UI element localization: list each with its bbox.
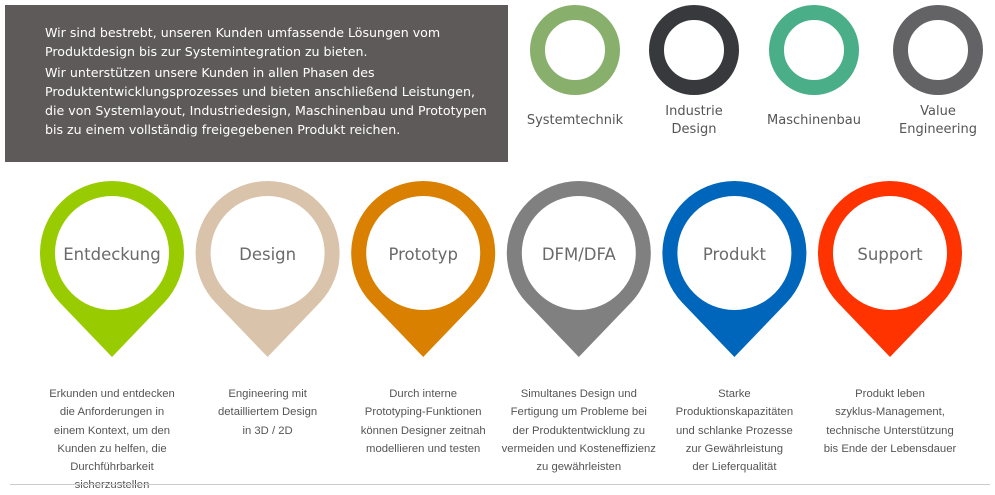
divider [10, 484, 990, 485]
pin-design: Design [195, 181, 340, 357]
phase-description: Erkunden und entdecken die Anforderungen… [49, 388, 175, 492]
pin-inner-circle [210, 196, 325, 310]
intro-box: Wir sind bestrebt, unseren Kunden umfass… [5, 5, 508, 162]
phase-description: Durch interne Prototyping-Funktionen kön… [360, 388, 486, 455]
pin-inner-circle [833, 196, 947, 310]
pin-support: Support [817, 181, 962, 357]
phase-description: Produkt leben szyklus-Management, techni… [823, 388, 957, 455]
pin-entdeckung: Entdeckung [40, 181, 185, 357]
intro-paragraph-1: Wir sind bestrebt, unseren Kunden umfass… [45, 25, 441, 59]
ring-icon [649, 5, 739, 95]
ring-label: Value Engineering [899, 104, 977, 137]
ring-label: Maschinenbau [767, 113, 861, 128]
ring-icon [769, 5, 859, 95]
pin-inner-circle [677, 196, 792, 310]
phase-title: DFM/DFA [542, 245, 617, 264]
ring-label: Systemtechnik [526, 113, 624, 128]
ring-icon [530, 5, 620, 95]
pin-inner-circle [55, 196, 169, 310]
ring-icon [893, 5, 983, 95]
pin-inner-circle [521, 196, 636, 310]
phase-title: Prototyp [388, 245, 457, 264]
phase-title: Produkt [703, 245, 767, 264]
pin-inner-circle [366, 196, 481, 310]
pin-prototyp: Prototyp [351, 180, 496, 357]
pin-produkt: Produkt [662, 180, 807, 357]
intro-paragraph-2: Wir unterstützen unsere Kunden in allen … [45, 65, 487, 137]
pin-dfmdfa: DFM/DFA [506, 181, 651, 357]
phase-title: Support [857, 245, 923, 264]
phase-description: Starke Produktionskapazitäten und schlan… [675, 388, 794, 474]
phase-title: Entdeckung [63, 245, 161, 264]
phase-title: Design [239, 245, 296, 264]
phase-description: Simultanes Design und Fertigung um Probl… [501, 388, 656, 474]
ring-label: Industrie Design [665, 104, 723, 137]
phase-description: Engineering mit detailliertem Design in … [217, 388, 318, 437]
